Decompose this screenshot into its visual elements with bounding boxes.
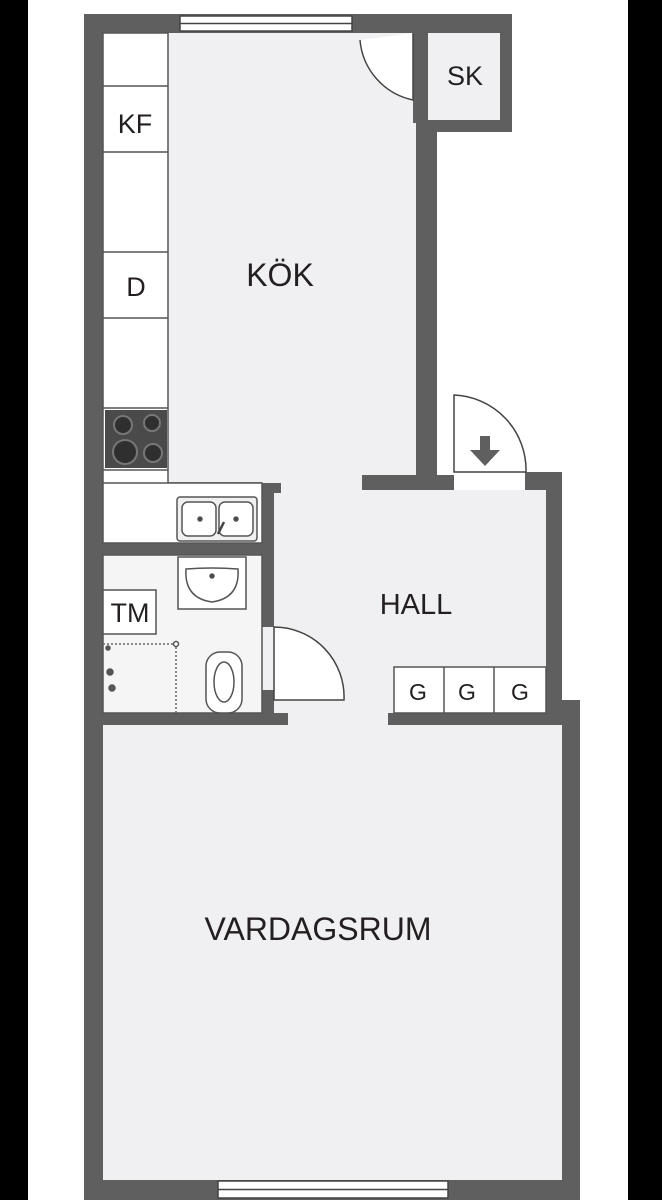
wardrobes bbox=[393, 666, 547, 714]
washbasin-icon bbox=[185, 567, 239, 603]
labels: KÖK HALL VARDAGSRUM SK KF D TM G G G bbox=[111, 61, 529, 947]
shower-corner bbox=[172, 640, 180, 648]
bathroom bbox=[102, 554, 263, 714]
arrow-head bbox=[470, 450, 500, 466]
room-label-kok: KÖK bbox=[246, 257, 314, 293]
sink-faucet bbox=[216, 521, 226, 535]
fixture-label-kf: KF bbox=[118, 109, 153, 139]
doors bbox=[273, 33, 527, 701]
wardrobe-block bbox=[393, 666, 547, 714]
washbasin-drain bbox=[209, 573, 215, 579]
walls bbox=[84, 14, 580, 1200]
sink-drain bbox=[197, 516, 203, 522]
shower-fixture bbox=[105, 645, 111, 651]
living-room-floor bbox=[103, 723, 562, 1180]
wardrobe-label: G bbox=[511, 679, 529, 705]
wall-bath-right bbox=[262, 483, 274, 627]
fixture-label-tm: TM bbox=[111, 598, 150, 628]
bathroom-door-icon bbox=[273, 626, 345, 701]
room-label-hall: HALL bbox=[380, 589, 453, 621]
wall-living-top-right bbox=[388, 713, 562, 725]
wall-kitchen-right bbox=[416, 120, 437, 490]
washer-box bbox=[102, 589, 157, 635]
entrance-arrow-icon bbox=[470, 436, 500, 466]
fixture-label-d: D bbox=[126, 272, 146, 302]
sink-drain bbox=[233, 516, 239, 522]
wall-closet-left bbox=[413, 33, 428, 123]
wall-closet-bottom bbox=[428, 120, 512, 132]
wall-hall-right bbox=[546, 472, 562, 700]
closet-floor bbox=[428, 33, 500, 123]
wall-hall-top-left bbox=[362, 475, 454, 490]
arrow-stem bbox=[480, 436, 490, 450]
stove-icon bbox=[105, 410, 167, 468]
burner bbox=[112, 439, 138, 465]
shower-fixture bbox=[108, 684, 116, 692]
wardrobe-label: G bbox=[409, 679, 427, 705]
kitchen-sink-icon bbox=[176, 496, 258, 542]
wall-left bbox=[84, 14, 103, 1200]
shower-fixture bbox=[106, 668, 114, 676]
wall-living-top-left bbox=[103, 713, 288, 725]
burner bbox=[143, 443, 163, 463]
wall-closet-right bbox=[500, 14, 512, 132]
entrance-door-icon bbox=[453, 394, 527, 473]
room-label-vardagsrum: VARDAGSRUM bbox=[205, 911, 432, 947]
burner bbox=[143, 414, 161, 432]
wardrobe-label: G bbox=[458, 679, 476, 705]
burner bbox=[113, 415, 133, 435]
room-label-sk: SK bbox=[447, 61, 483, 91]
wall-bath-right-lower bbox=[262, 690, 274, 725]
wall-living-right bbox=[562, 700, 580, 1200]
wall-bath-top bbox=[103, 543, 262, 555]
toilet-bowl bbox=[213, 661, 235, 703]
closet-door-icon bbox=[359, 33, 414, 101]
windows bbox=[179, 15, 449, 1199]
wall-hall-top-right bbox=[525, 472, 550, 490]
